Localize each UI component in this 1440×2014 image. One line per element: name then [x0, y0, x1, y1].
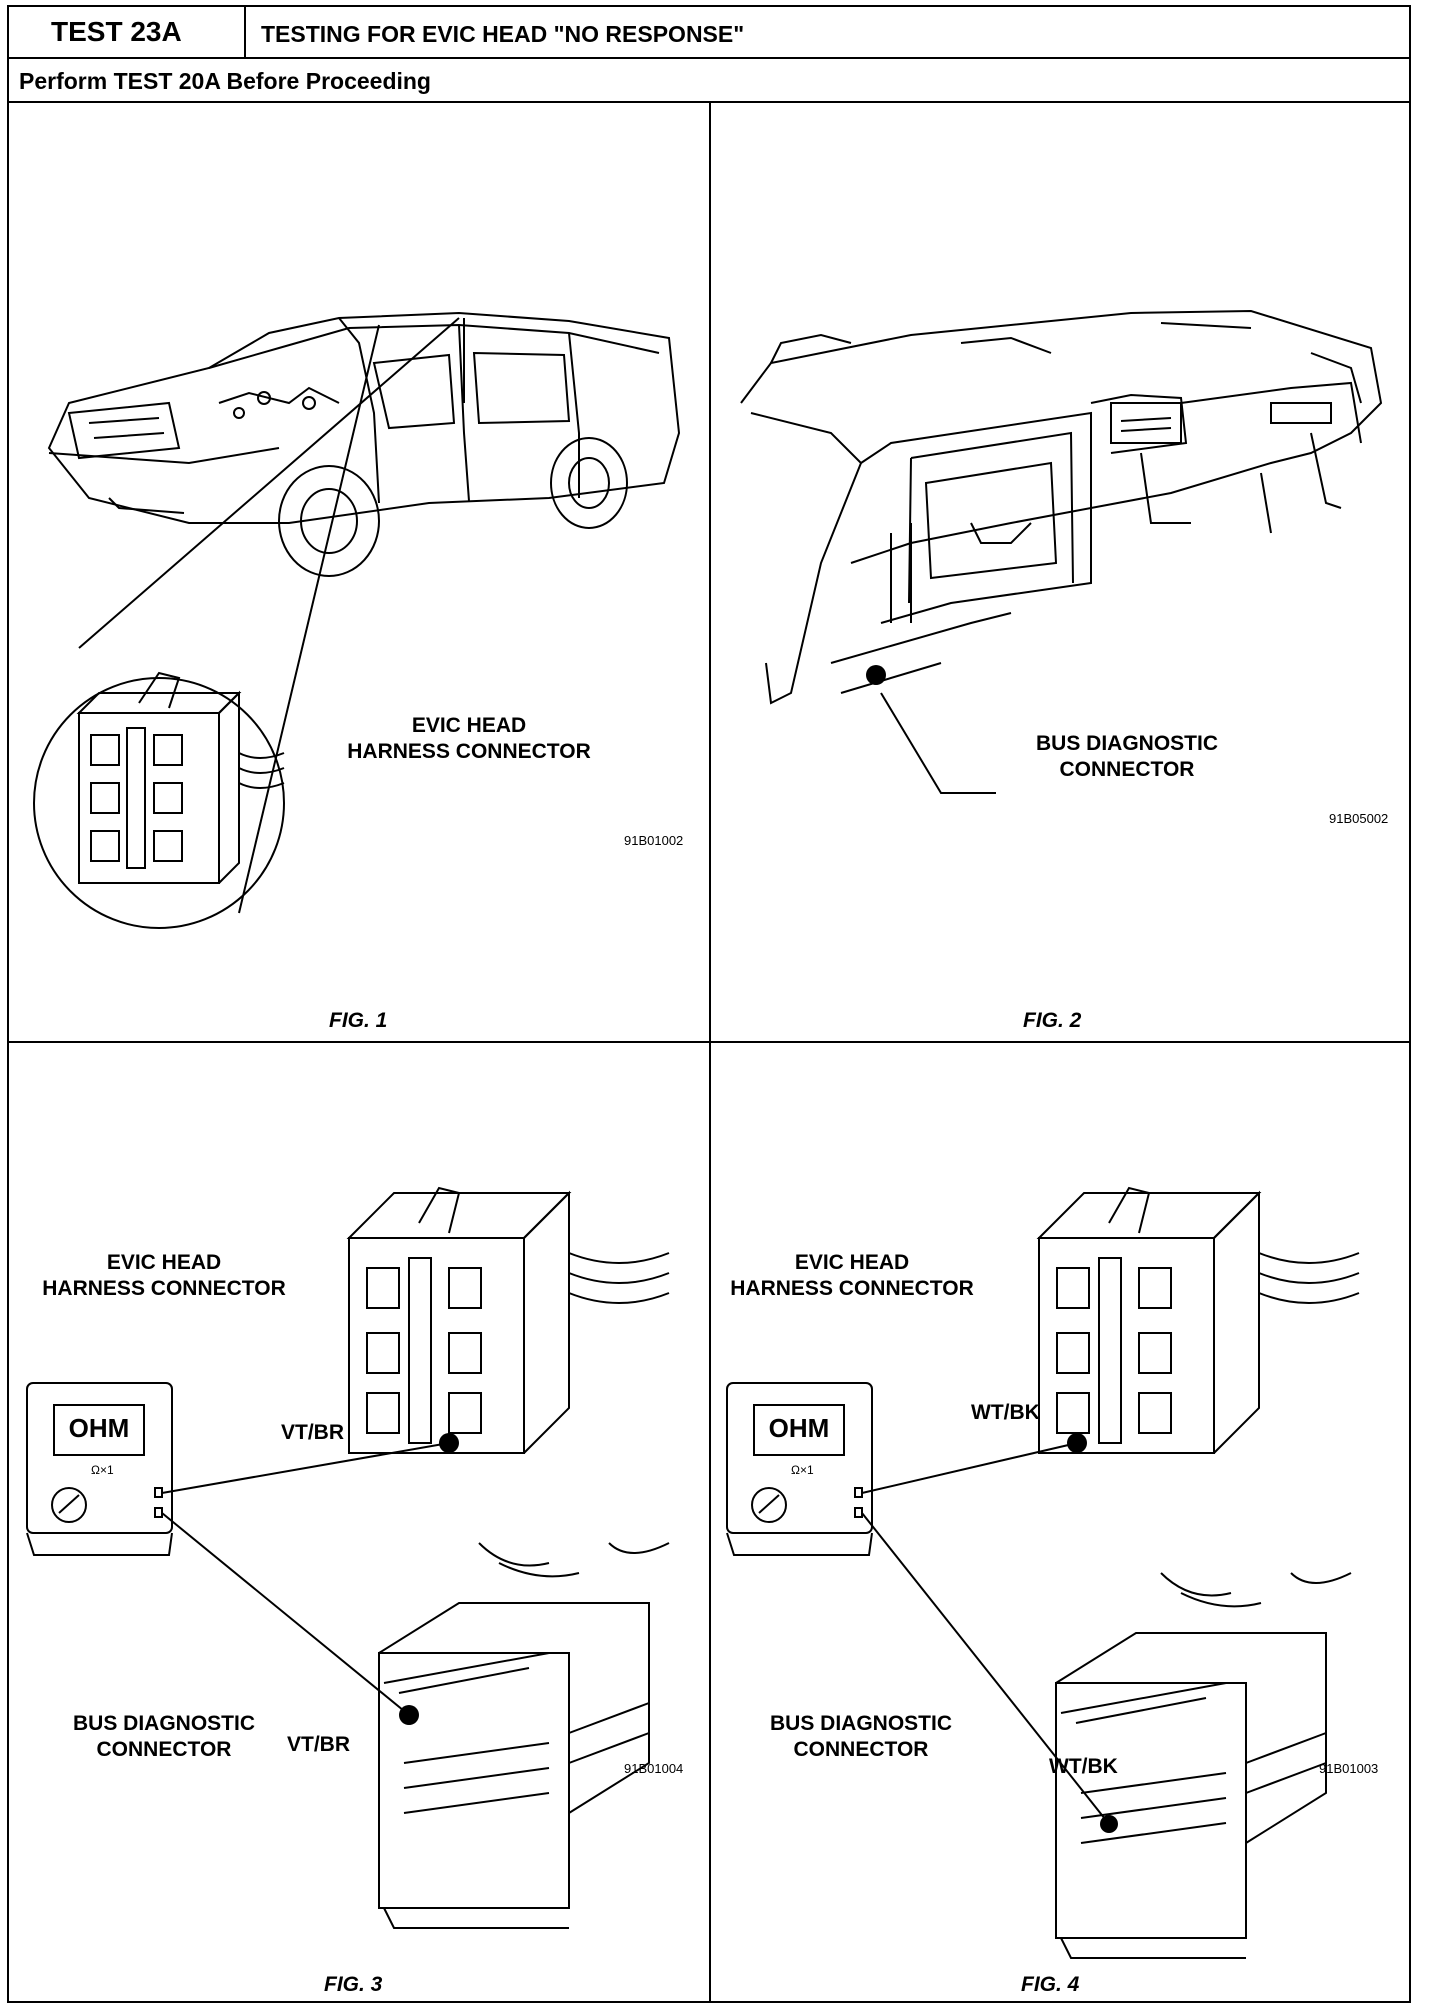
horizontal-divider [9, 1041, 1409, 1043]
callout-line-2: CONNECTOR [96, 1738, 232, 1761]
figure-label: FIG. 2 [1023, 1009, 1082, 1032]
figure-label: FIG. 1 [329, 1009, 388, 1032]
header-row: TEST 23A TESTING FOR EVIC HEAD "NO RESPO… [9, 7, 1409, 59]
wire-label-bus: VT/BR [287, 1733, 350, 1756]
callout-line-2: HARNESS CONNECTOR [730, 1277, 974, 1300]
callout-line-2: HARNESS CONNECTOR [347, 740, 591, 763]
bus-diagnostic-connector-dot [866, 665, 886, 685]
callout-line-1: EVIC HEAD [106, 1251, 222, 1274]
figure-3: OHM Ω×1 EVIC HEAD HARNESS CONNECTOR VT/B… [9, 1043, 709, 2003]
callout-evic-head-harness-connector: EVIC HEAD HARNESS CONNECTOR [39, 1250, 289, 1302]
callout-bus-diagnostic-connector: BUS DIAGNOSTIC CONNECTOR [64, 1711, 264, 1763]
bus-pin-probe-point [1100, 1815, 1118, 1833]
ohmmeter-range: Ω×1 [791, 1463, 814, 1477]
harness-pin-probe-point [439, 1433, 459, 1453]
figure-1: EVIC HEAD HARNESS CONNECTOR 91B01002 FIG… [9, 103, 709, 1041]
figure-label: FIG. 4 [1021, 1973, 1080, 1996]
figure-label: FIG. 3 [324, 1973, 383, 1996]
callout-line-1: BUS DIAGNOSTIC [1035, 732, 1218, 755]
ohmmeter-test-diagram [26, 1186, 670, 1929]
wire-label-harness: VT/BR [281, 1421, 344, 1444]
figure-ref: 91B01003 [1319, 1761, 1379, 1776]
figure-ref: 91B01004 [624, 1761, 684, 1776]
ohmmeter-range: Ω×1 [91, 1463, 114, 1477]
callout-bus-diagnostic-connector: BUS DIAGNOSTIC CONNECTOR [1007, 731, 1247, 783]
harness-pin-probe-point [1067, 1433, 1087, 1453]
vertical-divider [709, 103, 711, 2003]
ohmmeter-test-diagram [726, 1186, 1360, 1959]
bus-pin-probe-point [399, 1705, 419, 1725]
dashboard-illustration [740, 309, 1383, 794]
figure-ref: 91B05002 [1329, 811, 1389, 826]
test-page: TEST 23A TESTING FOR EVIC HEAD "NO RESPO… [7, 5, 1411, 2003]
ohmmeter-display: OHM [768, 1413, 830, 1443]
callout-line-1: BUS DIAGNOSTIC [769, 1712, 952, 1735]
ohmmeter-display: OHM [68, 1413, 130, 1443]
test-id: TEST 23A [9, 7, 246, 57]
figure-4: OHM Ω×1 EVIC HEAD HARNESS CONNECTOR WT/B… [711, 1043, 1409, 2003]
callout-line-1: EVIC HEAD [411, 714, 527, 737]
callout-bus-diagnostic-connector: BUS DIAGNOSTIC CONNECTOR [761, 1711, 961, 1763]
figure-2: BUS DIAGNOSTIC CONNECTOR 91B05002 FIG. 2 [711, 103, 1409, 1041]
wire-label-bus: WT/BK [1049, 1755, 1118, 1778]
callout-line-2: HARNESS CONNECTOR [42, 1277, 286, 1300]
callout-line-2: CONNECTOR [793, 1738, 929, 1761]
callout-line-1: EVIC HEAD [794, 1251, 910, 1274]
callout-line-2: CONNECTOR [1059, 758, 1195, 781]
callout-line-1: BUS DIAGNOSTIC [72, 1712, 255, 1735]
figure-ref: 91B01002 [624, 833, 684, 848]
vehicle-illustration [33, 311, 681, 929]
prerequisite-note: Perform TEST 20A Before Proceeding [9, 59, 1409, 103]
callout-evic-head-harness-connector: EVIC HEAD HARNESS CONNECTOR [727, 1250, 977, 1302]
callout-evic-head-harness-connector: EVIC HEAD HARNESS CONNECTOR [329, 713, 609, 765]
wire-label-harness: WT/BK [971, 1401, 1040, 1424]
test-title: TESTING FOR EVIC HEAD "NO RESPONSE" [261, 21, 745, 47]
